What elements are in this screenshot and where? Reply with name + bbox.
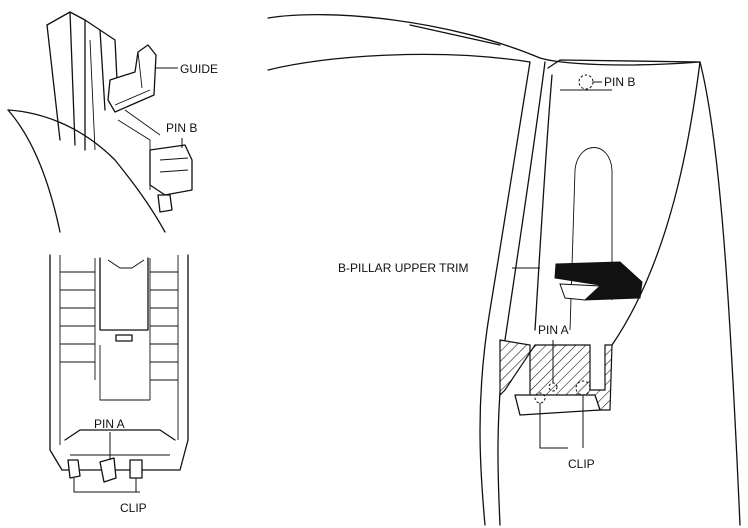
pin-b-label-top-left: PIN B xyxy=(166,121,197,135)
right-main-view: PIN B B-PILLAR UPPER TRIM PIN A CLIP xyxy=(267,13,741,526)
b-pillar-upper-trim-label: B-PILLAR UPPER TRIM xyxy=(338,261,468,275)
top-left-guide-detail: GUIDE PIN B xyxy=(7,11,218,233)
clip-label-right: CLIP xyxy=(568,457,595,471)
removal-direction-arrow xyxy=(554,261,643,301)
guide-label: GUIDE xyxy=(180,62,218,76)
bottom-left-clip-detail: PIN A CLIP xyxy=(49,254,189,515)
pin-a-label-right: PIN A xyxy=(538,323,569,337)
pin-a-label-bottom-left: PIN A xyxy=(94,417,125,431)
clip-label-bottom-left: CLIP xyxy=(120,501,147,515)
pin-b-label-right: PIN B xyxy=(604,75,635,89)
